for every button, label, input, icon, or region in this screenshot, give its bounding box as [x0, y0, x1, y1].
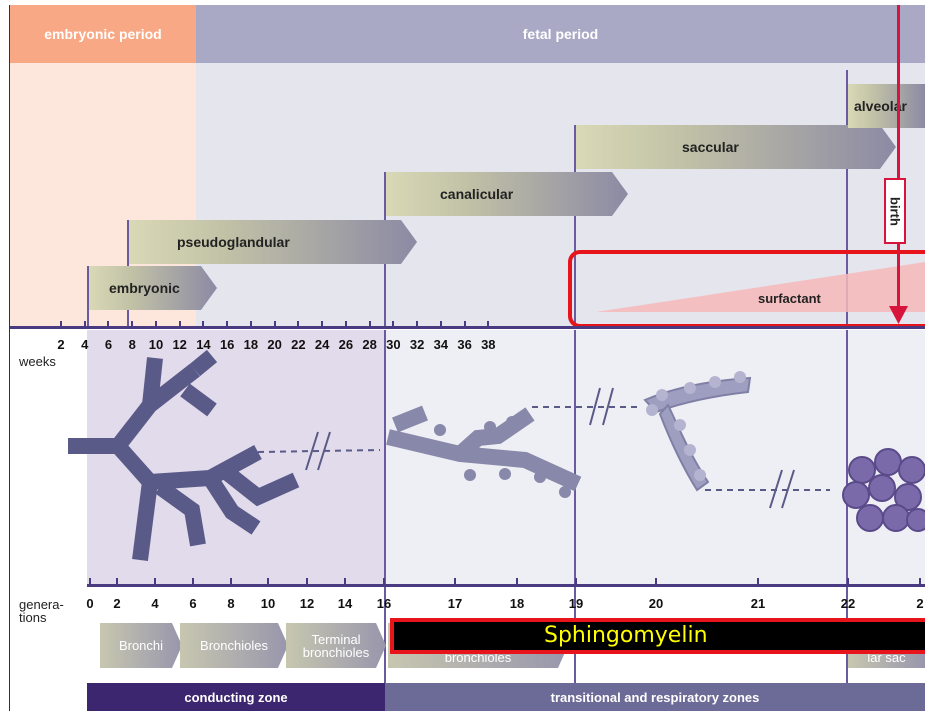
- generation-tick-mark: [575, 578, 577, 585]
- sphingomyelin-label: Sphingomyelin: [544, 623, 708, 648]
- generation-tick-label: 6: [189, 596, 196, 611]
- generation-tick-label: 10: [261, 596, 275, 611]
- sphingomyelin-box: Sphingomyelin: [390, 618, 925, 654]
- generation-tick-label: 20: [649, 596, 663, 611]
- generation-tick-label: 12: [300, 596, 314, 611]
- generation-tick-mark: [383, 578, 385, 585]
- generation-tick-mark: [655, 578, 657, 585]
- generation-tick-label: 14: [338, 596, 352, 611]
- generation-tick-label: 2: [916, 596, 923, 611]
- break-line-1: [258, 450, 380, 452]
- generation-tick-mark: [454, 578, 456, 585]
- generation-tick-mark: [116, 578, 118, 585]
- alveolar-cluster: [843, 449, 925, 531]
- generation-tick-mark: [344, 578, 346, 585]
- generation-tick-label: 21: [751, 596, 765, 611]
- conducting-airway-tree: [68, 356, 296, 560]
- generation-tick-label: 17: [448, 596, 462, 611]
- generation-tick-mark: [154, 578, 156, 585]
- generation-tick-label: 16: [377, 596, 391, 611]
- generation-tick-label: 2: [113, 596, 120, 611]
- generation-tick-label: 18: [510, 596, 524, 611]
- airway-terminal-bronchioles: Terminal bronchioles: [286, 623, 386, 668]
- generation-tick-label: 22: [841, 596, 855, 611]
- conducting-zone: conducting zone: [87, 683, 385, 711]
- generations-label: genera- tions: [19, 598, 64, 624]
- left-border: [9, 5, 10, 711]
- generation-tick-mark: [919, 578, 921, 585]
- generation-tick-mark: [306, 578, 308, 585]
- generation-tick-mark: [847, 578, 849, 585]
- generation-tick-label: 8: [227, 596, 234, 611]
- generation-tick-label: 19: [569, 596, 583, 611]
- generation-tick-mark: [230, 578, 232, 585]
- airway-bronchi: Bronchi: [100, 623, 182, 668]
- generation-tick-mark: [267, 578, 269, 585]
- canalicular-airway: [388, 413, 578, 484]
- generation-tick-label: 4: [151, 596, 158, 611]
- generation-tick-mark: [757, 578, 759, 585]
- generation-tick-mark: [192, 578, 194, 585]
- transitional-respiratory-zones: transitional and respiratory zones: [385, 683, 925, 711]
- generation-tick-mark: [516, 578, 518, 585]
- generation-tick-label: 0: [86, 596, 93, 611]
- generation-tick-mark: [89, 578, 91, 585]
- generations-axis: [87, 584, 925, 587]
- airway-bronchioles: Bronchioles: [180, 623, 288, 668]
